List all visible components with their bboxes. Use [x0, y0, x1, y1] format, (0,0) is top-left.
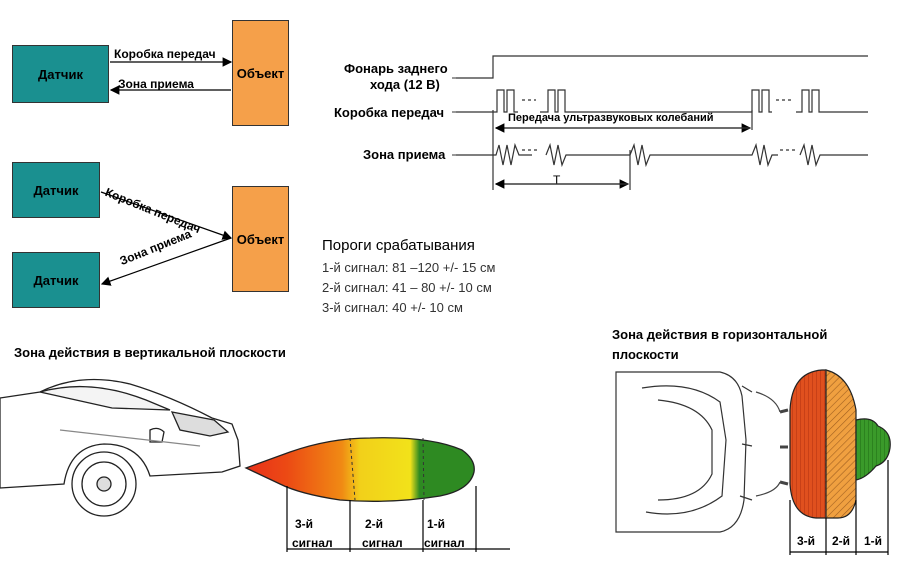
horizontal-zone-title-2: плоскости	[612, 347, 679, 362]
horizontal-signal-1: 1-й	[864, 534, 883, 548]
vertical-signal-1-word: сигнал	[424, 536, 465, 550]
thresholds-title: Пороги срабатывания	[322, 237, 475, 254]
reverse-lamp-label-2: хода (12 В)	[370, 77, 440, 92]
sensor-box-top: Датчик	[12, 162, 100, 218]
car-top-view	[615, 371, 753, 533]
horizontal-signal-2: 2-й	[832, 534, 851, 548]
transmission-label: Передача ультразвуковых колебаний	[508, 112, 714, 124]
vertical-signal-2-num: 2-й	[365, 517, 384, 531]
vertical-zone-title: Зона действия в вертикальной плоскости	[14, 345, 286, 360]
threshold-line-3: 3-й сигнал: 40 +/- 10 см	[322, 300, 463, 315]
vertical-signal-3-num: 3-й	[295, 517, 314, 531]
horizontal-detection-zone	[789, 369, 891, 519]
vertical-signal-2-word: сигнал	[362, 536, 403, 550]
vertical-detection-zone	[244, 437, 475, 502]
sensor-box: Датчик	[12, 45, 109, 103]
receive-zone-signal-label: Зона приема	[363, 147, 446, 162]
object-box-2: Объект	[232, 186, 289, 292]
horizontal-signal-3: 3-й	[797, 534, 816, 548]
gearbox-signal-label: Коробка передач	[334, 105, 445, 120]
period-label: T	[553, 173, 561, 187]
receive-label: Зона приема	[118, 77, 194, 91]
sensor-box-bottom: Датчик	[12, 252, 100, 308]
diagram1-arrows	[109, 57, 233, 95]
vertical-dimension-lines	[286, 486, 510, 552]
timing-diagram	[456, 55, 868, 190]
reverse-lamp-label: Фонарь заднего	[344, 61, 448, 76]
transmit-label: Коробка передач	[114, 47, 216, 61]
horizontal-zone-title-1: Зона действия в горизонтальной	[612, 327, 828, 342]
vertical-signal-3-word: сигнал	[292, 536, 333, 550]
diagram2-arrows	[100, 191, 233, 286]
horizontal-sensor-marks	[755, 391, 789, 497]
object-box: Объект	[232, 20, 289, 126]
threshold-line-2: 2-й сигнал: 41 – 80 +/- 10 см	[322, 280, 492, 295]
vertical-signal-1-num: 1-й	[427, 517, 446, 531]
horizontal-dimension-lines	[789, 460, 889, 555]
threshold-line-1: 1-й сигнал: 81 –120 +/- 15 см	[322, 260, 496, 275]
timing-label-leads	[452, 77, 458, 156]
car-side-view	[0, 378, 241, 517]
